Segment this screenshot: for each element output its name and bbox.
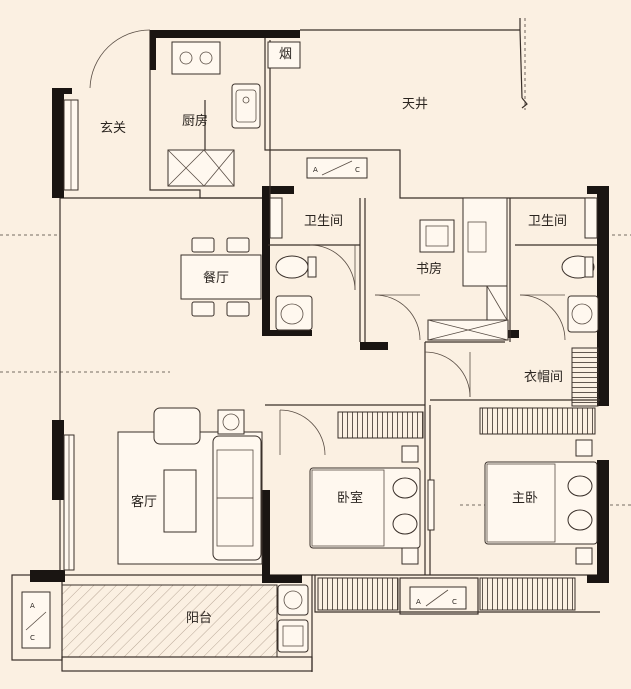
label-bath1: 卫生间 bbox=[304, 214, 343, 229]
ac-label-a: A bbox=[313, 166, 318, 174]
label-bath2: 卫生间 bbox=[528, 214, 567, 229]
doors bbox=[89, 29, 566, 456]
walls bbox=[30, 30, 609, 583]
balcony-floor bbox=[61, 584, 278, 658]
master-bedroom-furniture bbox=[479, 407, 598, 565]
label-study: 书房 bbox=[416, 261, 442, 277]
room-labels: 玄关 厨房 烟 天井 卫生间 卫生间 餐厅 书房 衣帽间 客厅 卧室 主卧 阳台 bbox=[100, 47, 567, 626]
railing-right bbox=[479, 577, 576, 611]
label-chimney: 烟 bbox=[279, 47, 292, 62]
label-master: 主卧 bbox=[512, 491, 538, 506]
railing-left bbox=[317, 577, 399, 611]
label-entrance: 玄关 bbox=[100, 121, 126, 136]
bathroom-1-fixtures bbox=[275, 255, 317, 331]
ac-label-a: A bbox=[416, 598, 421, 606]
label-lightwell: 天井 bbox=[402, 97, 428, 112]
ac-unit-left: A C bbox=[21, 591, 51, 649]
label-kitchen: 厨房 bbox=[182, 113, 208, 129]
ac-label-c: C bbox=[452, 598, 457, 606]
living-furniture bbox=[117, 407, 263, 565]
bathroom-2-fixtures bbox=[561, 255, 599, 333]
ac-label-c: C bbox=[30, 634, 35, 642]
label-cloakroom: 衣帽间 bbox=[524, 369, 563, 385]
kitchen-fixtures bbox=[167, 41, 301, 187]
label-bedroom: 卧室 bbox=[337, 490, 363, 506]
bedroom-furniture bbox=[309, 411, 435, 565]
balcony-fixtures bbox=[277, 584, 309, 653]
ac-unit-balcony: A C bbox=[409, 586, 467, 610]
ac-label-c: C bbox=[355, 166, 360, 174]
label-living: 客厅 bbox=[131, 494, 157, 510]
label-dining: 餐厅 bbox=[203, 270, 229, 286]
windows bbox=[63, 99, 598, 571]
ac-unit-top: A C bbox=[306, 157, 368, 179]
label-balcony: 阳台 bbox=[186, 611, 212, 626]
cloakroom-rack bbox=[571, 347, 599, 407]
dining-set bbox=[180, 237, 262, 317]
ac-label-a: A bbox=[30, 602, 35, 610]
outline-lines bbox=[11, 18, 600, 672]
study-furniture bbox=[419, 197, 509, 341]
